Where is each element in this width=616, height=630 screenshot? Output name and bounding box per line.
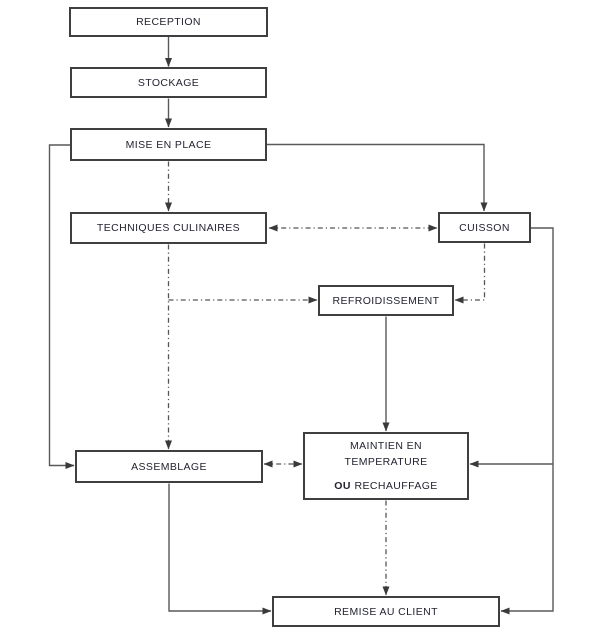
node-maintien-line3-rest: RECHAUFFAGE [354,480,438,492]
node-assemblage-label: ASSEMBLAGE [131,460,207,473]
node-stockage: STOCKAGE [70,67,267,98]
node-refroidissement-label: REFROIDISSEMENT [332,294,440,307]
node-mise-en-place-label: MISE EN PLACE [125,138,212,151]
node-techniques-culinaires: TECHNIQUES CULINAIRES [70,212,267,244]
node-reception-label: RECEPTION [136,16,201,28]
node-refroidissement: REFROIDISSEMENT [318,285,454,316]
node-maintien-line1: MAINTIEN EN [349,440,423,452]
node-techniques-culinaires-label: TECHNIQUES CULINAIRES [96,222,241,234]
edge-mise-en-place-cuisson [267,143,488,212]
node-remise-au-client-label: REMISE AU CLIENT [334,605,438,618]
node-remise-au-client: REMISE AU CLIENT [272,596,500,627]
node-stockage-label: STOCKAGE [137,76,200,89]
edge-mise-en-place-assemblage [48,144,75,469]
edge-assemblage-remise [168,483,272,615]
node-reception: RECEPTION [69,7,268,37]
node-cuisson: CUISSON [438,212,531,243]
node-mise-en-place: MISE EN PLACE [70,128,267,161]
node-maintien-line3-bold: OU [334,480,351,492]
node-assemblage: ASSEMBLAGE [75,450,263,483]
node-cuisson-label: CUISSON [459,221,510,234]
edge-cuisson-refroidissement [454,243,486,304]
node-maintien-line2: TEMPERATURE [344,456,428,468]
edge-cuisson-remise [500,227,554,615]
